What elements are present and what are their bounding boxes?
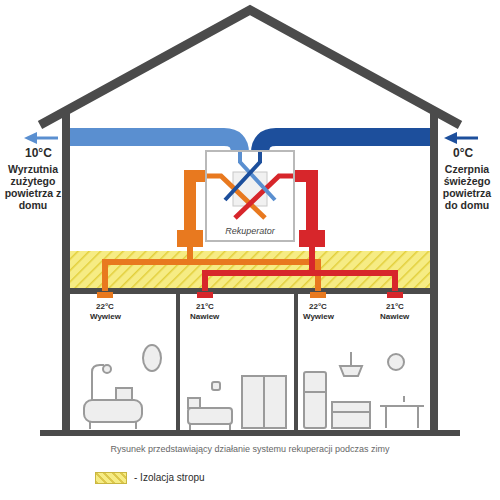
temperature: 21°C xyxy=(386,302,404,311)
vent-label: Czerpnia świeżego powietrza do domu xyxy=(437,163,497,211)
temperature: 22°C xyxy=(96,302,114,311)
vent-type: Wywiew xyxy=(90,312,121,321)
caption: Rysunek przedstawiający działanie system… xyxy=(15,444,485,454)
box-label: Rekuperator xyxy=(207,226,293,236)
temperature: 21°C xyxy=(196,302,214,311)
legend-text: - Izolacja stropu xyxy=(134,472,205,484)
temperature: 22°C xyxy=(309,302,327,311)
temperature: 0°C xyxy=(453,147,473,161)
heat-exchanger xyxy=(207,152,293,224)
vent-type: Nawiew xyxy=(190,312,219,321)
recuperator-box: Rekuperator xyxy=(205,150,295,242)
temperature: 10°C xyxy=(25,147,52,161)
vent-label: Wyrzutnia zużytego powietrza z domu xyxy=(3,163,63,211)
vent-type: Wywiew xyxy=(303,312,334,321)
vent-type: Nawiew xyxy=(380,312,409,321)
legend-swatch xyxy=(95,472,127,484)
